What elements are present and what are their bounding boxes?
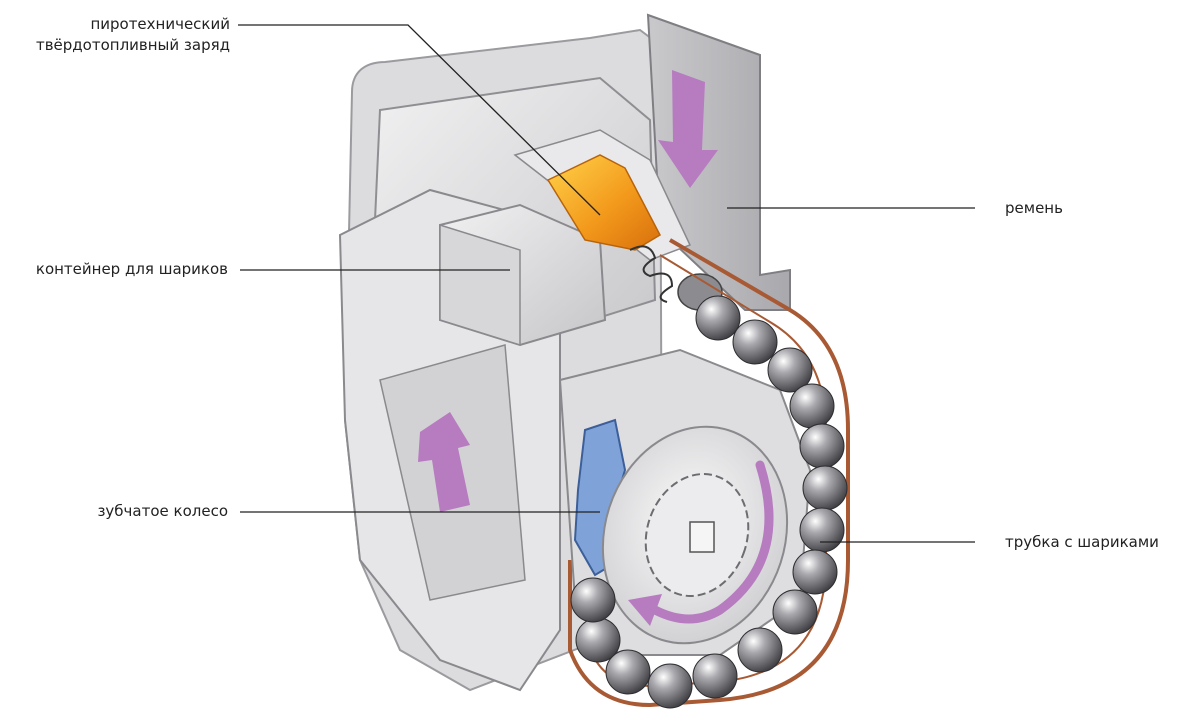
- label-pyrotechnic-charge: пиротехнический твёрдотопливный заряд: [36, 14, 230, 56]
- label-ball-tube: трубка с шариками: [1005, 533, 1159, 551]
- belt-arrow-icon: [658, 70, 718, 188]
- label-gear-wheel: зубчатое колесо: [97, 502, 228, 520]
- ball-chain: [570, 295, 848, 709]
- spring: [629, 245, 674, 303]
- belt-webbing: [646, 13, 791, 311]
- rotation-arrow-gear-icon: [650, 460, 774, 624]
- ball-tube: [568, 238, 850, 708]
- label-line: твёрдотопливный заряд: [35, 36, 230, 54]
- pyrotechnic-charge: [546, 154, 661, 251]
- leader-lines: [238, 24, 975, 543]
- rotation-arrow-left-icon: [418, 412, 470, 512]
- gear-shaft: [689, 521, 715, 553]
- label-belt: ремень: [1005, 199, 1063, 217]
- label-line: пиротехнический: [90, 15, 230, 33]
- label-ball-container: контейнер для шариков: [35, 260, 228, 278]
